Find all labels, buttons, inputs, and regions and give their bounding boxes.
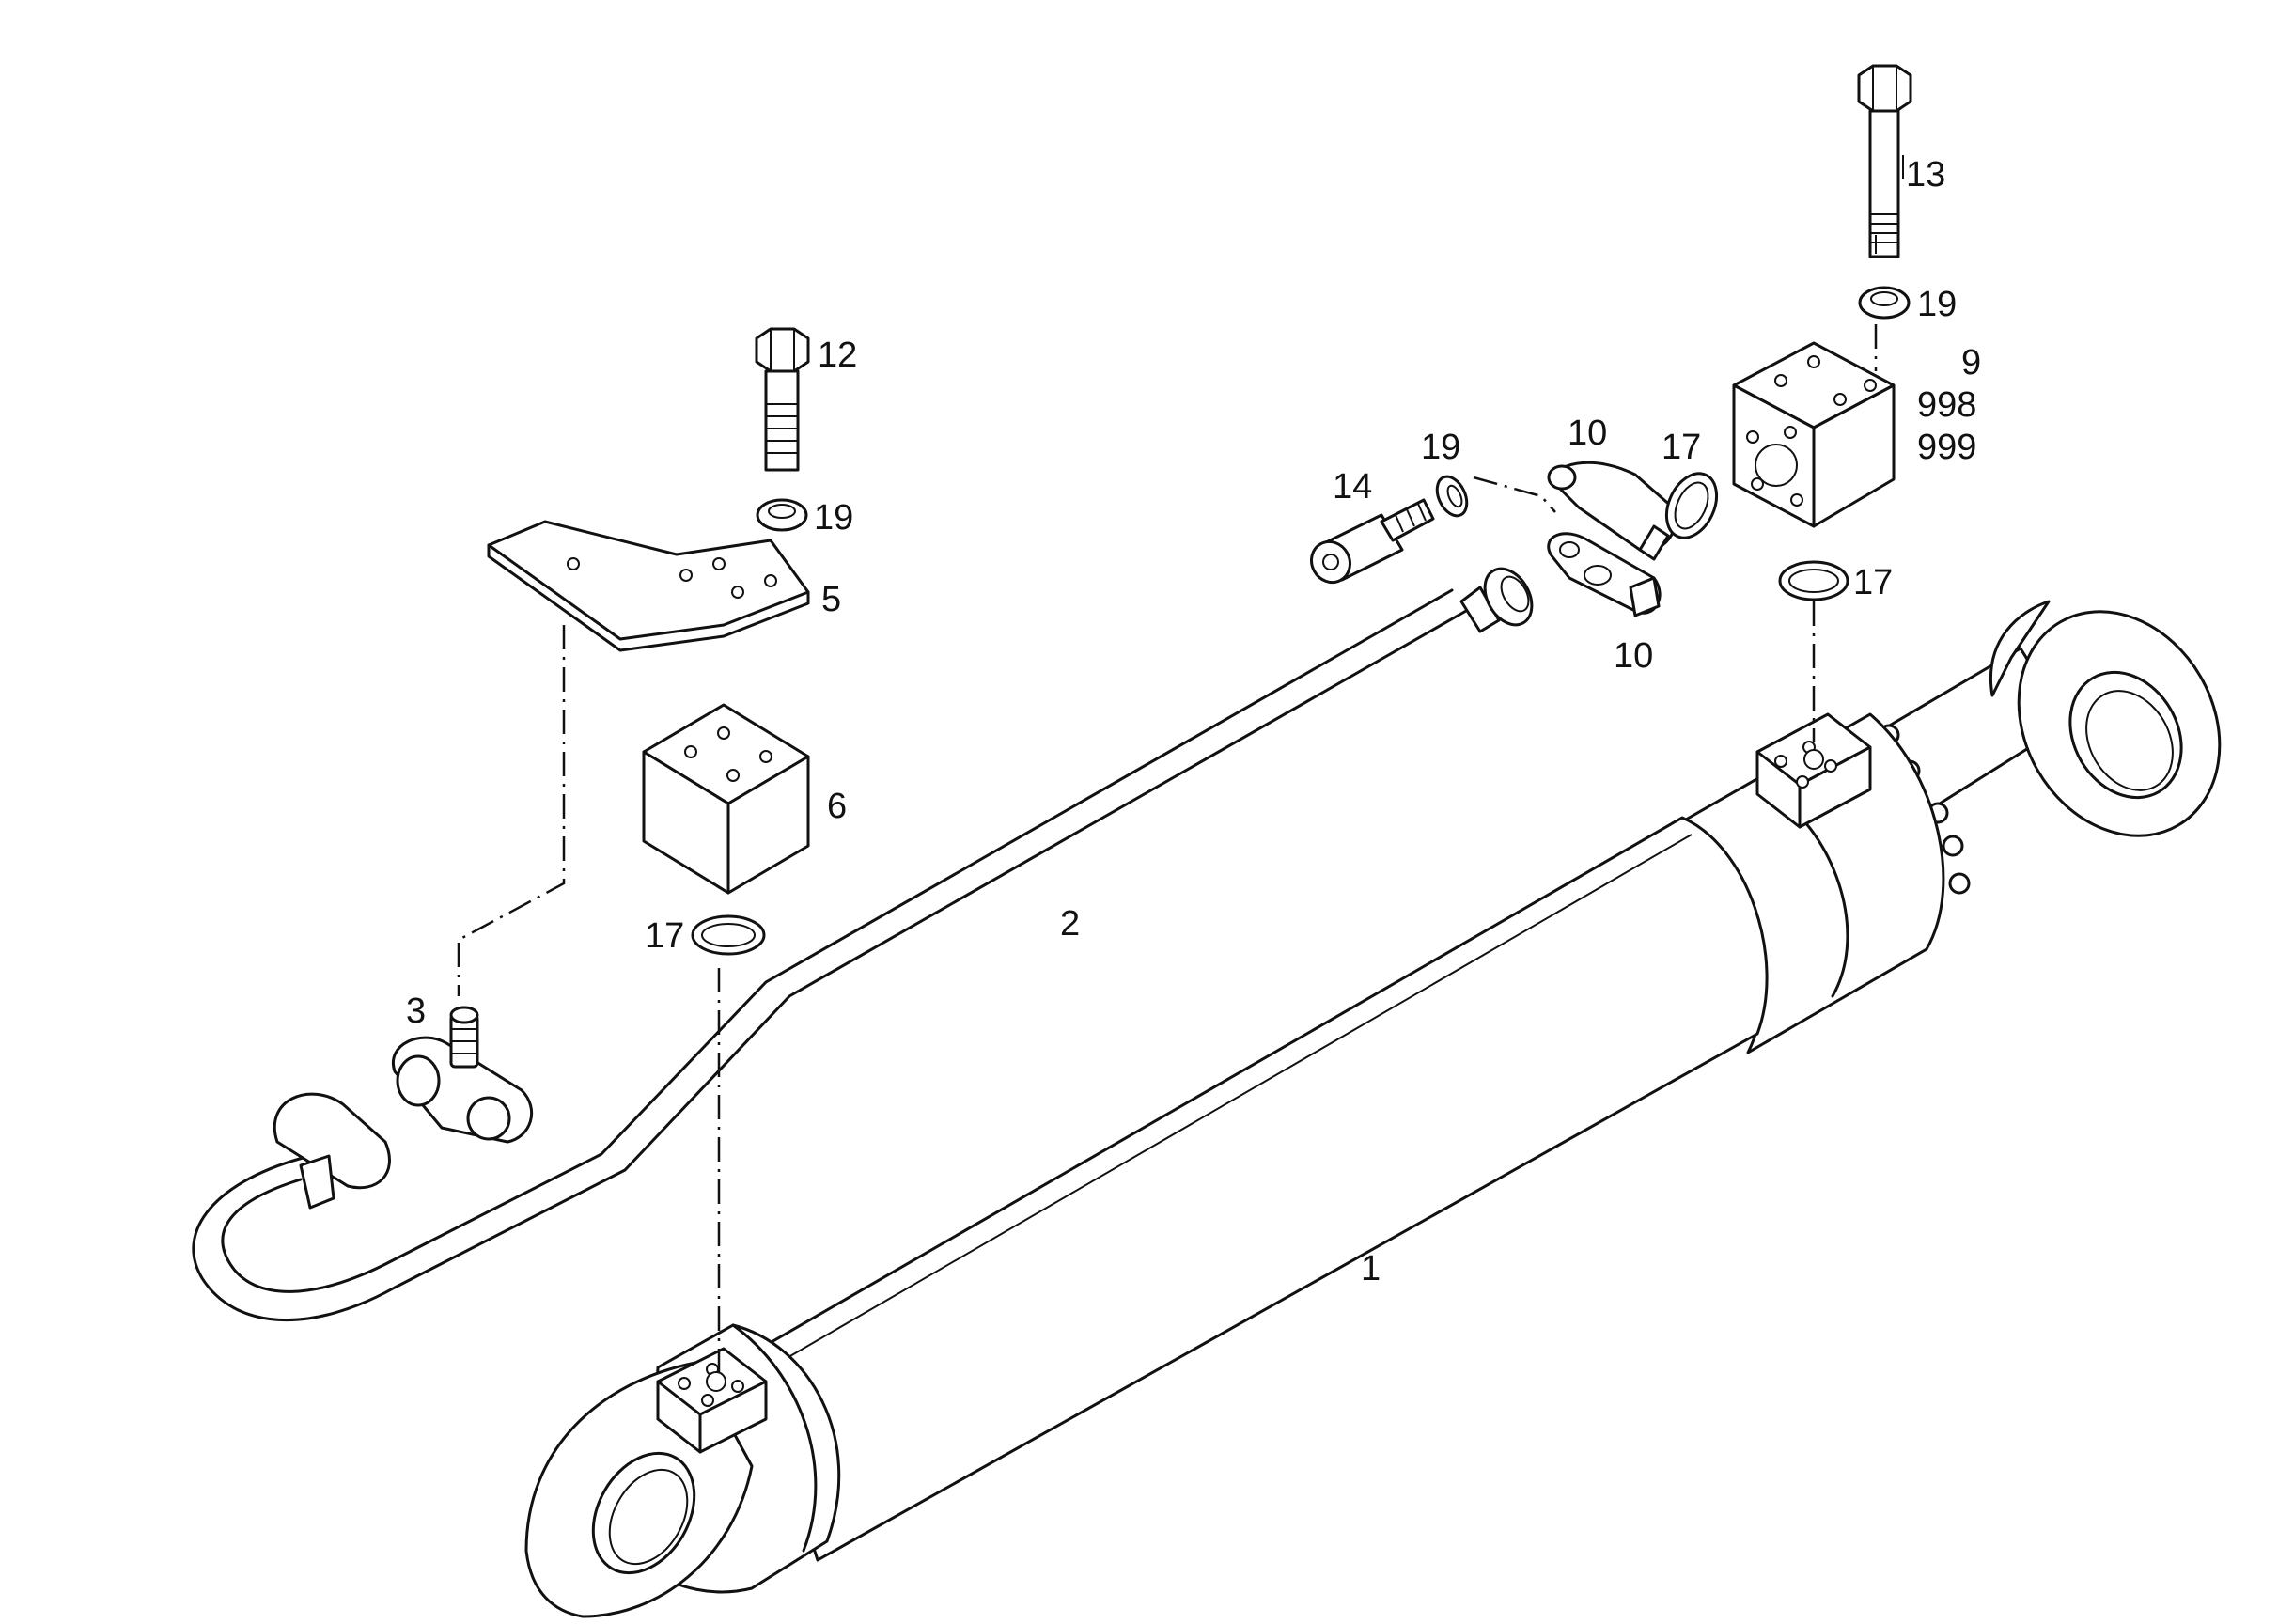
o-ring-17-right	[1778, 560, 1849, 601]
callout-17-middle: 17	[1662, 428, 1701, 467]
callout-10-upper: 10	[1568, 414, 1607, 453]
valve-block	[1732, 341, 1896, 528]
callout-9: 9	[1961, 343, 1981, 383]
callout-998: 998	[1917, 385, 1976, 425]
hydraulic-cylinder	[524, 600, 2222, 1618]
callout-3: 3	[406, 992, 426, 1031]
callout-13: 13	[1906, 155, 1945, 195]
pipe-clamp	[391, 1006, 534, 1144]
o-ring-17-middle	[1664, 472, 1719, 539]
callout-1: 1	[1361, 1249, 1381, 1288]
lock-washer-19-top	[1858, 286, 1911, 320]
callout-5: 5	[821, 580, 841, 619]
mounting-bracket	[487, 520, 810, 652]
callout-labels: 1 2 3 5 6 9 998 999 10 10 12 13 14 17 17…	[406, 155, 1981, 1288]
callout-17-right: 17	[1853, 563, 1893, 602]
lock-washer-19-middle	[1435, 475, 1469, 518]
bolt-13	[1857, 64, 1912, 258]
callout-17-left: 17	[645, 916, 684, 956]
bolt-12	[755, 327, 810, 472]
callout-6: 6	[827, 787, 847, 826]
socket-screw-14	[1310, 498, 1435, 585]
callout-2: 2	[1060, 904, 1080, 944]
callout-19-middle: 19	[1421, 428, 1460, 467]
callout-999: 999	[1917, 428, 1976, 467]
callout-12: 12	[818, 336, 857, 375]
callout-19-left: 19	[814, 498, 853, 538]
o-ring-17-left	[691, 914, 766, 956]
hydraulic-pipe	[192, 567, 1534, 1321]
spacer-block	[642, 703, 810, 895]
flange-half-lower	[1547, 532, 1662, 617]
callout-10-lower: 10	[1614, 636, 1653, 676]
callout-14: 14	[1333, 467, 1372, 507]
callout-19-top: 19	[1917, 285, 1957, 324]
lock-washer-19-left	[756, 498, 808, 532]
assembly-center-lines	[457, 324, 1878, 1377]
callout-leaders	[1875, 155, 1904, 254]
